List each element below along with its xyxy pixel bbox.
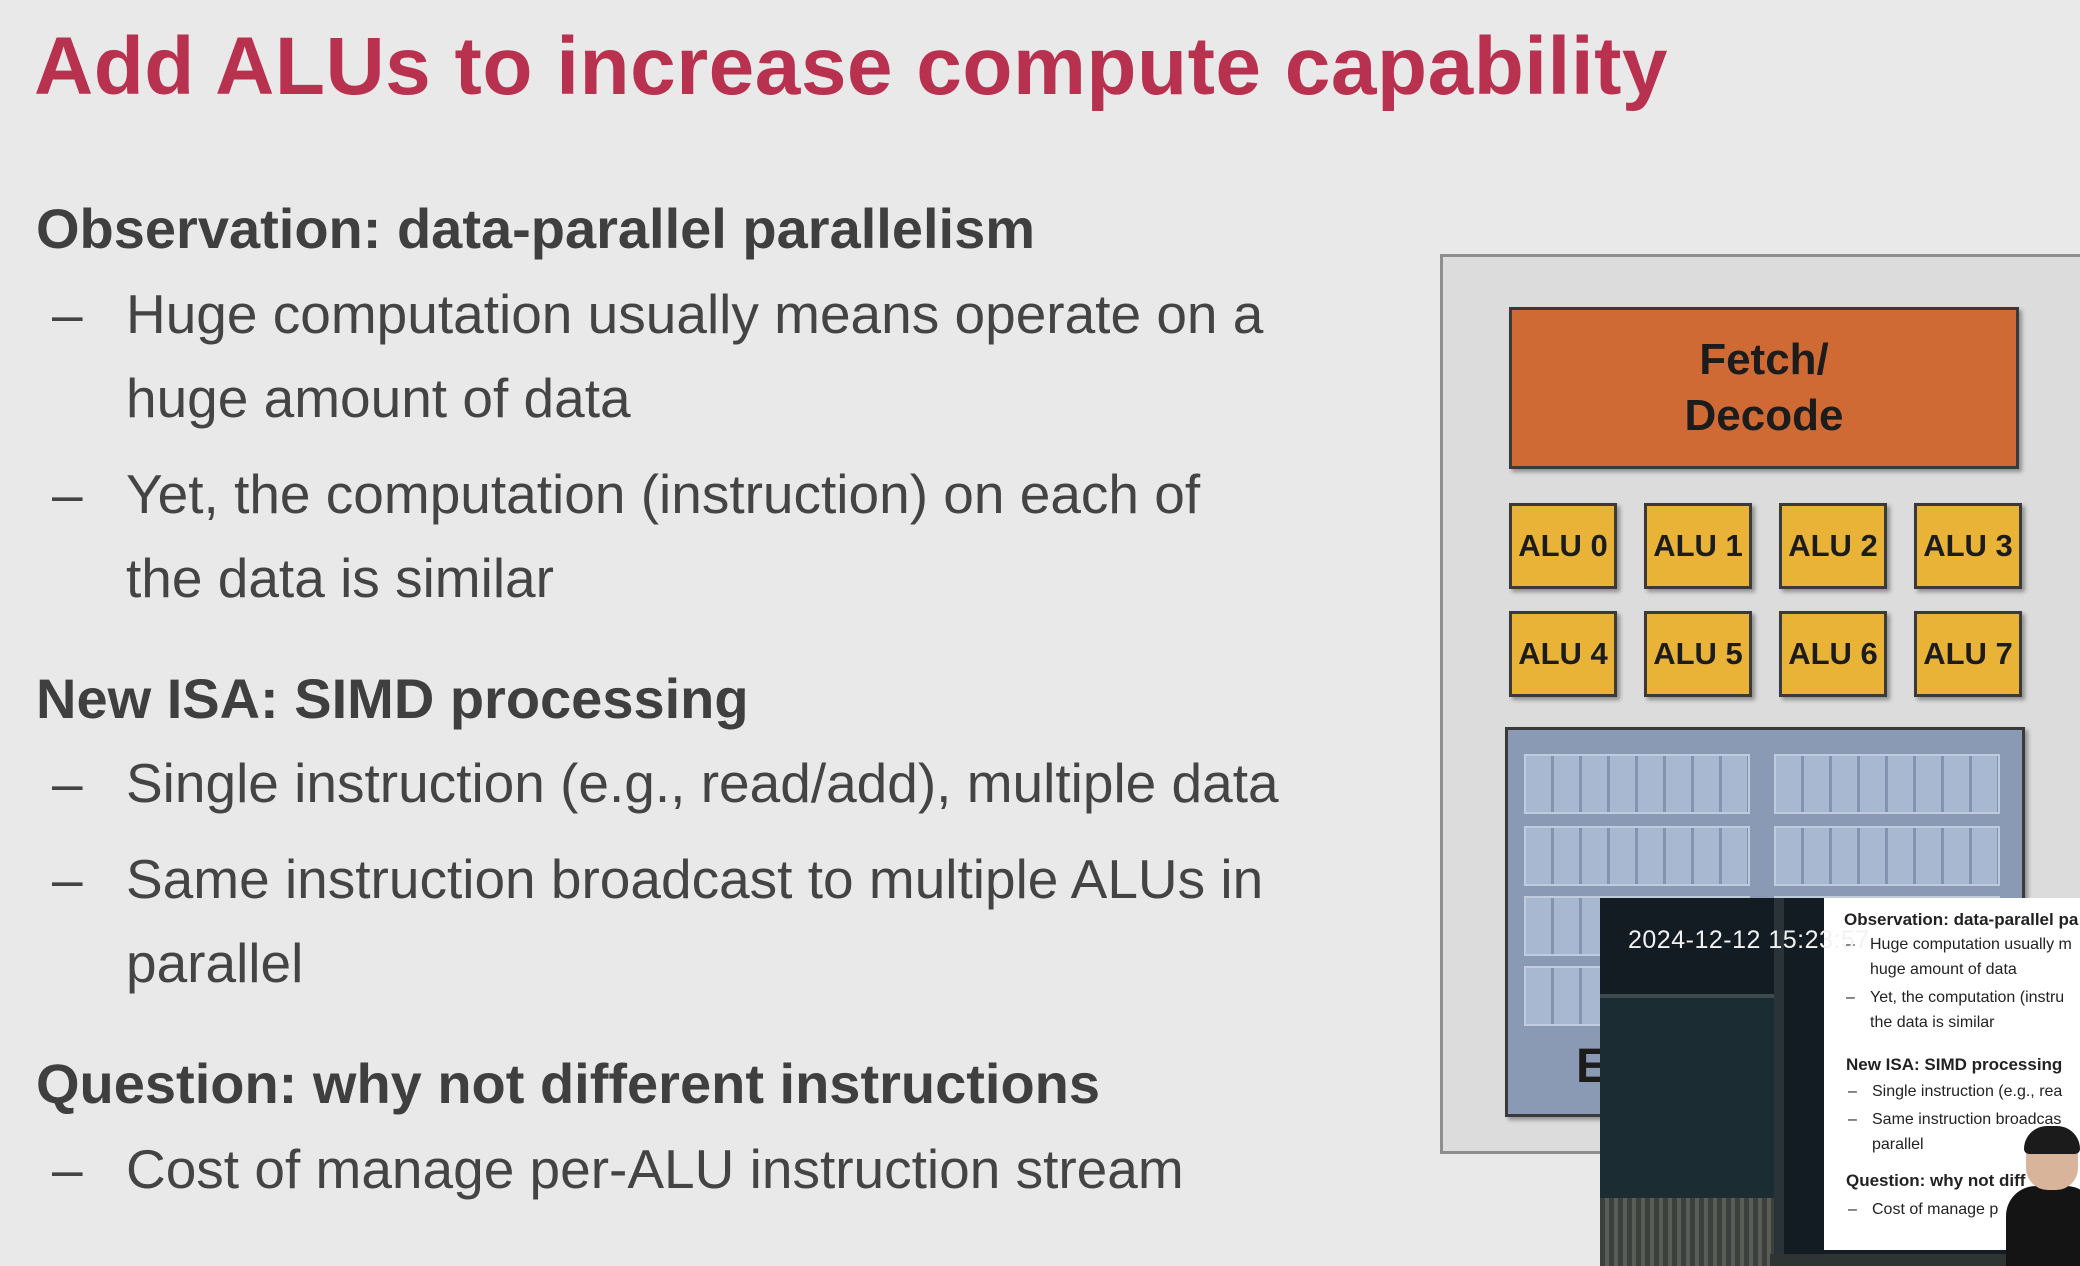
- mini-bullet-text: parallel: [1872, 1136, 1924, 1153]
- register-file: [1774, 826, 2000, 886]
- alu-block: ALU 7: [1914, 611, 2022, 697]
- mini-bullet: huge amount of data: [1846, 957, 2017, 982]
- bullet-item: – Huge computation usually means operate…: [36, 272, 1416, 440]
- alu-block: ALU 5: [1644, 611, 1752, 697]
- wall-pole: [1774, 898, 1784, 1266]
- mini-dash: –: [1848, 1111, 1857, 1128]
- video-overlay[interactable]: 2024-12-12 15:23:57 Observation: data-pa…: [1600, 898, 2080, 1266]
- slide-content: Observation: data-parallel parallelism –…: [36, 190, 1416, 1211]
- fetch-decode-block: Fetch/ Decode: [1509, 307, 2019, 469]
- mini-bullet: –Yet, the computation (instru: [1846, 985, 2064, 1010]
- bullet-line: Yet, the computation (instruction) on ea…: [126, 462, 1201, 525]
- section-new-isa: New ISA: SIMD processing – Single instru…: [36, 666, 1416, 1006]
- bullet-dash: –: [52, 282, 83, 345]
- blackboard: [1600, 994, 1775, 1208]
- bullet-dash: –: [52, 752, 83, 815]
- blackboard-rail: [1600, 1198, 1780, 1266]
- bullet-item: – Single instruction (e.g., read/add), m…: [36, 741, 1416, 825]
- mini-bullet-text: Single instruction (e.g., rea: [1872, 1083, 2063, 1100]
- bullet-item: – Same instruction broadcast to multiple…: [36, 837, 1416, 1005]
- register-file: [1524, 754, 1750, 814]
- bullet-item: – Cost of manage per-ALU instruction str…: [36, 1127, 1416, 1211]
- bullet-dash: –: [52, 462, 83, 525]
- bullet-dash: –: [52, 1137, 83, 1200]
- mini-heading: Observation: data-parallel pa: [1844, 910, 2079, 929]
- section-question: Question: why not different instructions…: [36, 1053, 1416, 1211]
- section-observation: Observation: data-parallel parallelism –…: [36, 198, 1416, 620]
- bullet-item: – Yet, the computation (instruction) on …: [36, 452, 1416, 620]
- mini-bullet: –Single instruction (e.g., rea: [1848, 1079, 2062, 1104]
- mini-bullet: –Same instruction broadcas: [1848, 1107, 2061, 1132]
- mini-bullet: the data is similar: [1846, 1010, 1995, 1035]
- alu-block: ALU 1: [1644, 503, 1752, 589]
- mini-bullet-text: huge amount of data: [1870, 961, 2017, 978]
- bullet-dash: –: [52, 848, 83, 911]
- mini-dash: –: [1848, 1083, 1857, 1100]
- mini-dash: –: [1846, 989, 1855, 1006]
- alu-grid: ALU 0 ALU 1 ALU 2 ALU 3 ALU 4 ALU 5 ALU …: [1509, 503, 2029, 697]
- projected-slide: Observation: data-parallel pa –Huge comp…: [1824, 898, 2080, 1250]
- bullet-line: Huge computation usually means operate o…: [126, 282, 1264, 345]
- mini-bullet-text: Huge computation usually m: [1870, 936, 2072, 953]
- register-file: [1774, 754, 2000, 814]
- presenter-figure: [2006, 1126, 2080, 1266]
- mini-bullet: –Huge computation usually m: [1846, 932, 2072, 957]
- video-timestamp: 2024-12-12 15:23:57: [1628, 926, 1870, 954]
- mini-bullet-text: Same instruction broadcas: [1872, 1111, 2062, 1128]
- alu-block: ALU 3: [1914, 503, 2022, 589]
- register-file: [1524, 826, 1750, 886]
- mini-bullet: parallel: [1848, 1132, 1924, 1157]
- bullet-line: Single instruction (e.g., read/add), mul…: [126, 752, 1279, 815]
- bullet-line: the data is similar: [126, 546, 554, 609]
- mini-heading: Question: why not diff: [1846, 1171, 2026, 1190]
- alu-block: ALU 6: [1779, 611, 1887, 697]
- section-heading: Question: why not different instructions: [36, 1052, 1100, 1116]
- stage-floor: [1770, 1254, 2080, 1266]
- bullet-line: Same instruction broadcast to multiple A…: [126, 848, 1264, 911]
- alu-block: ALU 0: [1509, 503, 1617, 589]
- mini-bullet-text: the data is similar: [1870, 1014, 1995, 1031]
- section-heading: New ISA: SIMD processing: [36, 666, 749, 730]
- mini-dash: –: [1846, 936, 1855, 953]
- mini-bullet: –Cost of manage p: [1848, 1197, 1998, 1222]
- bullet-line: Cost of manage per-ALU instruction strea…: [126, 1137, 1184, 1200]
- mini-heading: New ISA: SIMD processing: [1846, 1055, 2063, 1074]
- mini-bullet-text: Yet, the computation (instru: [1870, 989, 2065, 1006]
- bullet-line: huge amount of data: [126, 366, 631, 429]
- mini-dash: –: [1848, 1201, 1857, 1218]
- section-heading: Observation: data-parallel parallelism: [36, 197, 1036, 260]
- alu-block: ALU 4: [1509, 611, 1617, 697]
- slide-title: Add ALUs to increase compute capability: [34, 21, 1669, 112]
- bullet-line: parallel: [126, 932, 304, 995]
- mini-bullet-text: Cost of manage p: [1872, 1201, 1999, 1218]
- alu-block: ALU 2: [1779, 503, 1887, 589]
